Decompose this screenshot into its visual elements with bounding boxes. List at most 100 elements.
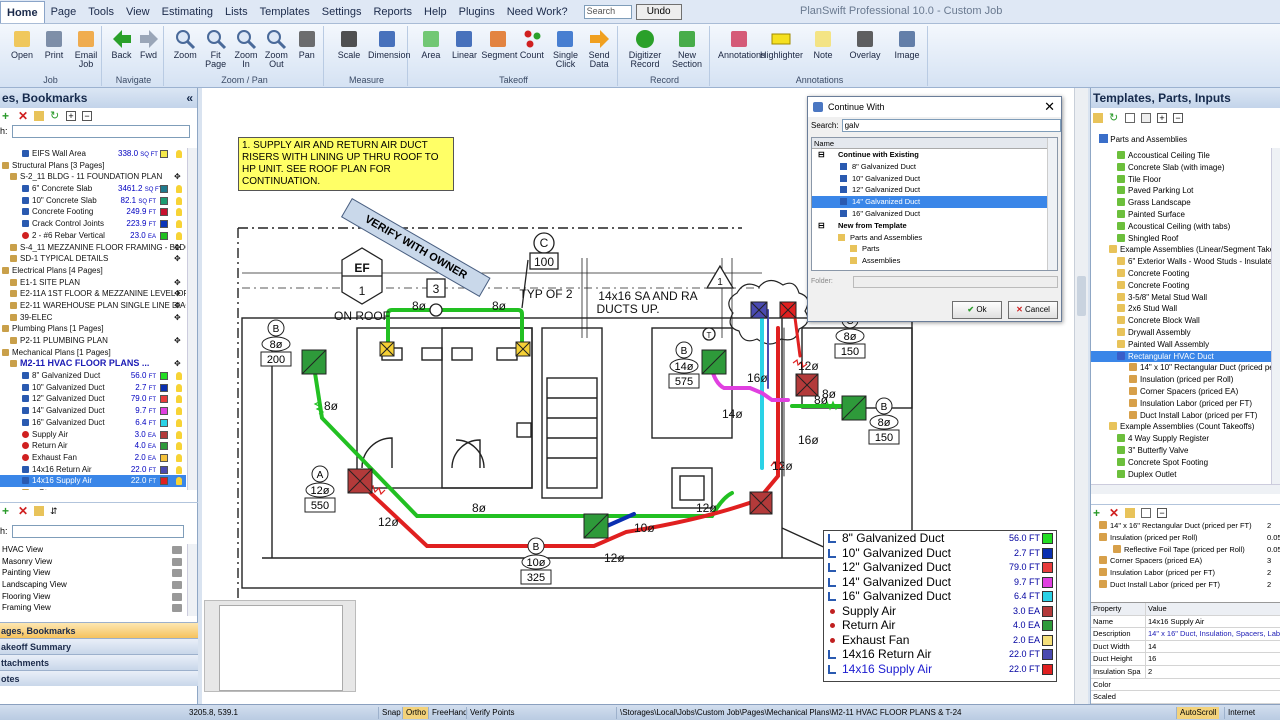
page-move-icon[interactable]: ✥: [174, 242, 181, 252]
close-icon[interactable]: ✕: [1044, 99, 1055, 114]
collapse-panel-icon[interactable]: «: [186, 91, 193, 105]
dialog-item[interactable]: 16" Galvanized Duct: [812, 208, 1057, 220]
template-item[interactable]: Accoustical Ceiling Tile: [1091, 150, 1280, 162]
collapse-icon[interactable]: −: [82, 111, 92, 121]
views-scrollbar[interactable]: [187, 544, 197, 616]
canvas-vertical-scrollbar[interactable]: [1074, 88, 1088, 704]
assembly-item[interactable]: Corner Spacers (priced EA)3: [1091, 555, 1280, 567]
color-swatch[interactable]: [160, 383, 168, 392]
template-item[interactable]: Painted Wall Assembly: [1091, 339, 1280, 351]
template-item[interactable]: Insulation Labor (priced per FT): [1091, 398, 1280, 410]
color-swatch[interactable]: [160, 208, 168, 217]
ortho-toggle[interactable]: Ortho: [402, 707, 430, 719]
undo-button[interactable]: Undo: [635, 3, 682, 20]
annotations-button[interactable]: Annotations: [718, 28, 766, 72]
visibility-bulb-icon[interactable]: [176, 418, 182, 427]
count-button[interactable]: Count: [515, 28, 549, 72]
menu-settings[interactable]: Settings: [321, 5, 362, 18]
accordion-notes[interactable]: otes: [0, 670, 198, 686]
page-move-icon[interactable]: ✥: [174, 312, 181, 322]
scroll-thumb[interactable]: [1077, 276, 1086, 316]
camera-icon[interactable]: [172, 546, 182, 554]
visibility-bulb-icon[interactable]: [176, 372, 182, 381]
dialog-search-input[interactable]: galv: [841, 118, 1061, 132]
send-data-button[interactable]: Send Data: [582, 28, 616, 72]
delete-icon[interactable]: ✕: [18, 109, 29, 123]
visibility-bulb-icon[interactable]: [176, 185, 182, 194]
page-move-icon[interactable]: ✥: [174, 289, 181, 299]
expand-all-icon[interactable]: +: [1157, 113, 1167, 123]
page-move-icon[interactable]: ✥: [174, 172, 181, 182]
menu-plugins[interactable]: Plugins: [458, 5, 495, 18]
add-view-icon[interactable]: +: [2, 503, 10, 518]
camera-icon[interactable]: [172, 569, 182, 578]
property-row[interactable]: Color: [1091, 679, 1280, 692]
assembly-item[interactable]: Insulation Labor (priced per FT)2: [1091, 567, 1280, 579]
visibility-bulb-icon[interactable]: [176, 196, 182, 205]
property-value[interactable]: 2: [1145, 665, 1280, 678]
item-folder-icon[interactable]: [1125, 507, 1135, 518]
delete-item-icon[interactable]: ✕: [1109, 505, 1120, 520]
page-item[interactable]: Electrical Plans [4 Pages]: [0, 265, 186, 277]
fwd-button[interactable]: Fwd: [135, 28, 162, 72]
template-item[interactable]: 3" Butterfly Valve: [1091, 445, 1280, 457]
highlighter-button[interactable]: Highlighter: [760, 28, 803, 72]
page-item[interactable]: S-2_11 BLDG - 11 FOUNDATION PLAN✥: [0, 171, 186, 183]
page-move-icon[interactable]: ✥: [174, 359, 181, 369]
color-swatch[interactable]: [160, 418, 168, 427]
view-item[interactable]: Painting View: [0, 567, 186, 579]
template-item[interactable]: Concrete Footing: [1091, 268, 1280, 280]
sort-icon[interactable]: ⇵: [50, 505, 58, 516]
template-item[interactable]: Concrete Spot Footing: [1091, 457, 1280, 469]
menu-page[interactable]: Page: [50, 5, 77, 18]
accordion-attachments[interactable]: ttachments: [0, 654, 198, 670]
pages-scrollbar[interactable]: [187, 148, 197, 490]
view-item[interactable]: HVAC View: [0, 544, 186, 556]
template-item[interactable]: Grass Landscape: [1091, 197, 1280, 209]
color-swatch[interactable]: [160, 220, 168, 229]
page-thumbnail[interactable]: [204, 600, 356, 692]
linear-button[interactable]: Linear: [448, 28, 482, 72]
page-move-icon[interactable]: ✥: [174, 277, 181, 287]
page-item[interactable]: S-4_11 MEZZANINE FLOOR FRAMING - BLDG 11…: [0, 242, 186, 254]
visibility-bulb-icon[interactable]: [176, 231, 182, 240]
template-item[interactable]: Acoustical Ceiling (with tabs): [1091, 221, 1280, 233]
template-item[interactable]: Example Assemblies (Linear/Segment Takeo…: [1091, 244, 1280, 256]
template-item[interactable]: Tile Floor: [1091, 174, 1280, 186]
assembly-item[interactable]: Duct Install Labor (priced per FT)2: [1091, 579, 1280, 591]
color-swatch[interactable]: [160, 372, 168, 381]
color-swatch[interactable]: [160, 453, 168, 462]
refresh-icon[interactable]: ↻: [50, 110, 60, 122]
refresh-templates-icon[interactable]: ↻: [1109, 112, 1119, 124]
views-search-input[interactable]: [12, 524, 184, 538]
color-swatch[interactable]: [160, 407, 168, 416]
templates-root[interactable]: Parts and Assemblies: [1099, 134, 1187, 144]
accordion-pages[interactable]: ages, Bookmarks: [0, 622, 198, 638]
tree-collapse-icon[interactable]: ⊟: [818, 150, 825, 159]
page-item[interactable]: E1-1 SITE PLAN✥: [0, 277, 186, 289]
segment-button[interactable]: Segment: [481, 28, 517, 72]
visibility-bulb-icon[interactable]: [176, 465, 182, 474]
templates-scrollbar[interactable]: [1271, 148, 1280, 484]
color-swatch[interactable]: [160, 196, 168, 205]
accordion-takeoff-summary[interactable]: akeoff Summary: [0, 638, 198, 654]
template-item[interactable]: Drywall Assembly: [1091, 327, 1280, 339]
template-item[interactable]: Corner Spacers (priced EA): [1091, 386, 1280, 398]
ok-button[interactable]: ✔ Ok: [952, 301, 1002, 319]
menu-home[interactable]: Home: [0, 0, 45, 23]
dialog-item[interactable]: Parts and Assemblies: [812, 232, 1057, 244]
camera-icon[interactable]: [172, 557, 182, 566]
template-item[interactable]: 14" x 10" Rectangular Duct (priced per f…: [1091, 362, 1280, 374]
view-item[interactable]: Flooring View: [0, 591, 186, 603]
property-value[interactable]: 14x16 Supply Air: [1145, 615, 1280, 628]
new-folder-icon[interactable]: [1093, 113, 1103, 123]
single-click-button[interactable]: Single Click: [549, 28, 583, 72]
